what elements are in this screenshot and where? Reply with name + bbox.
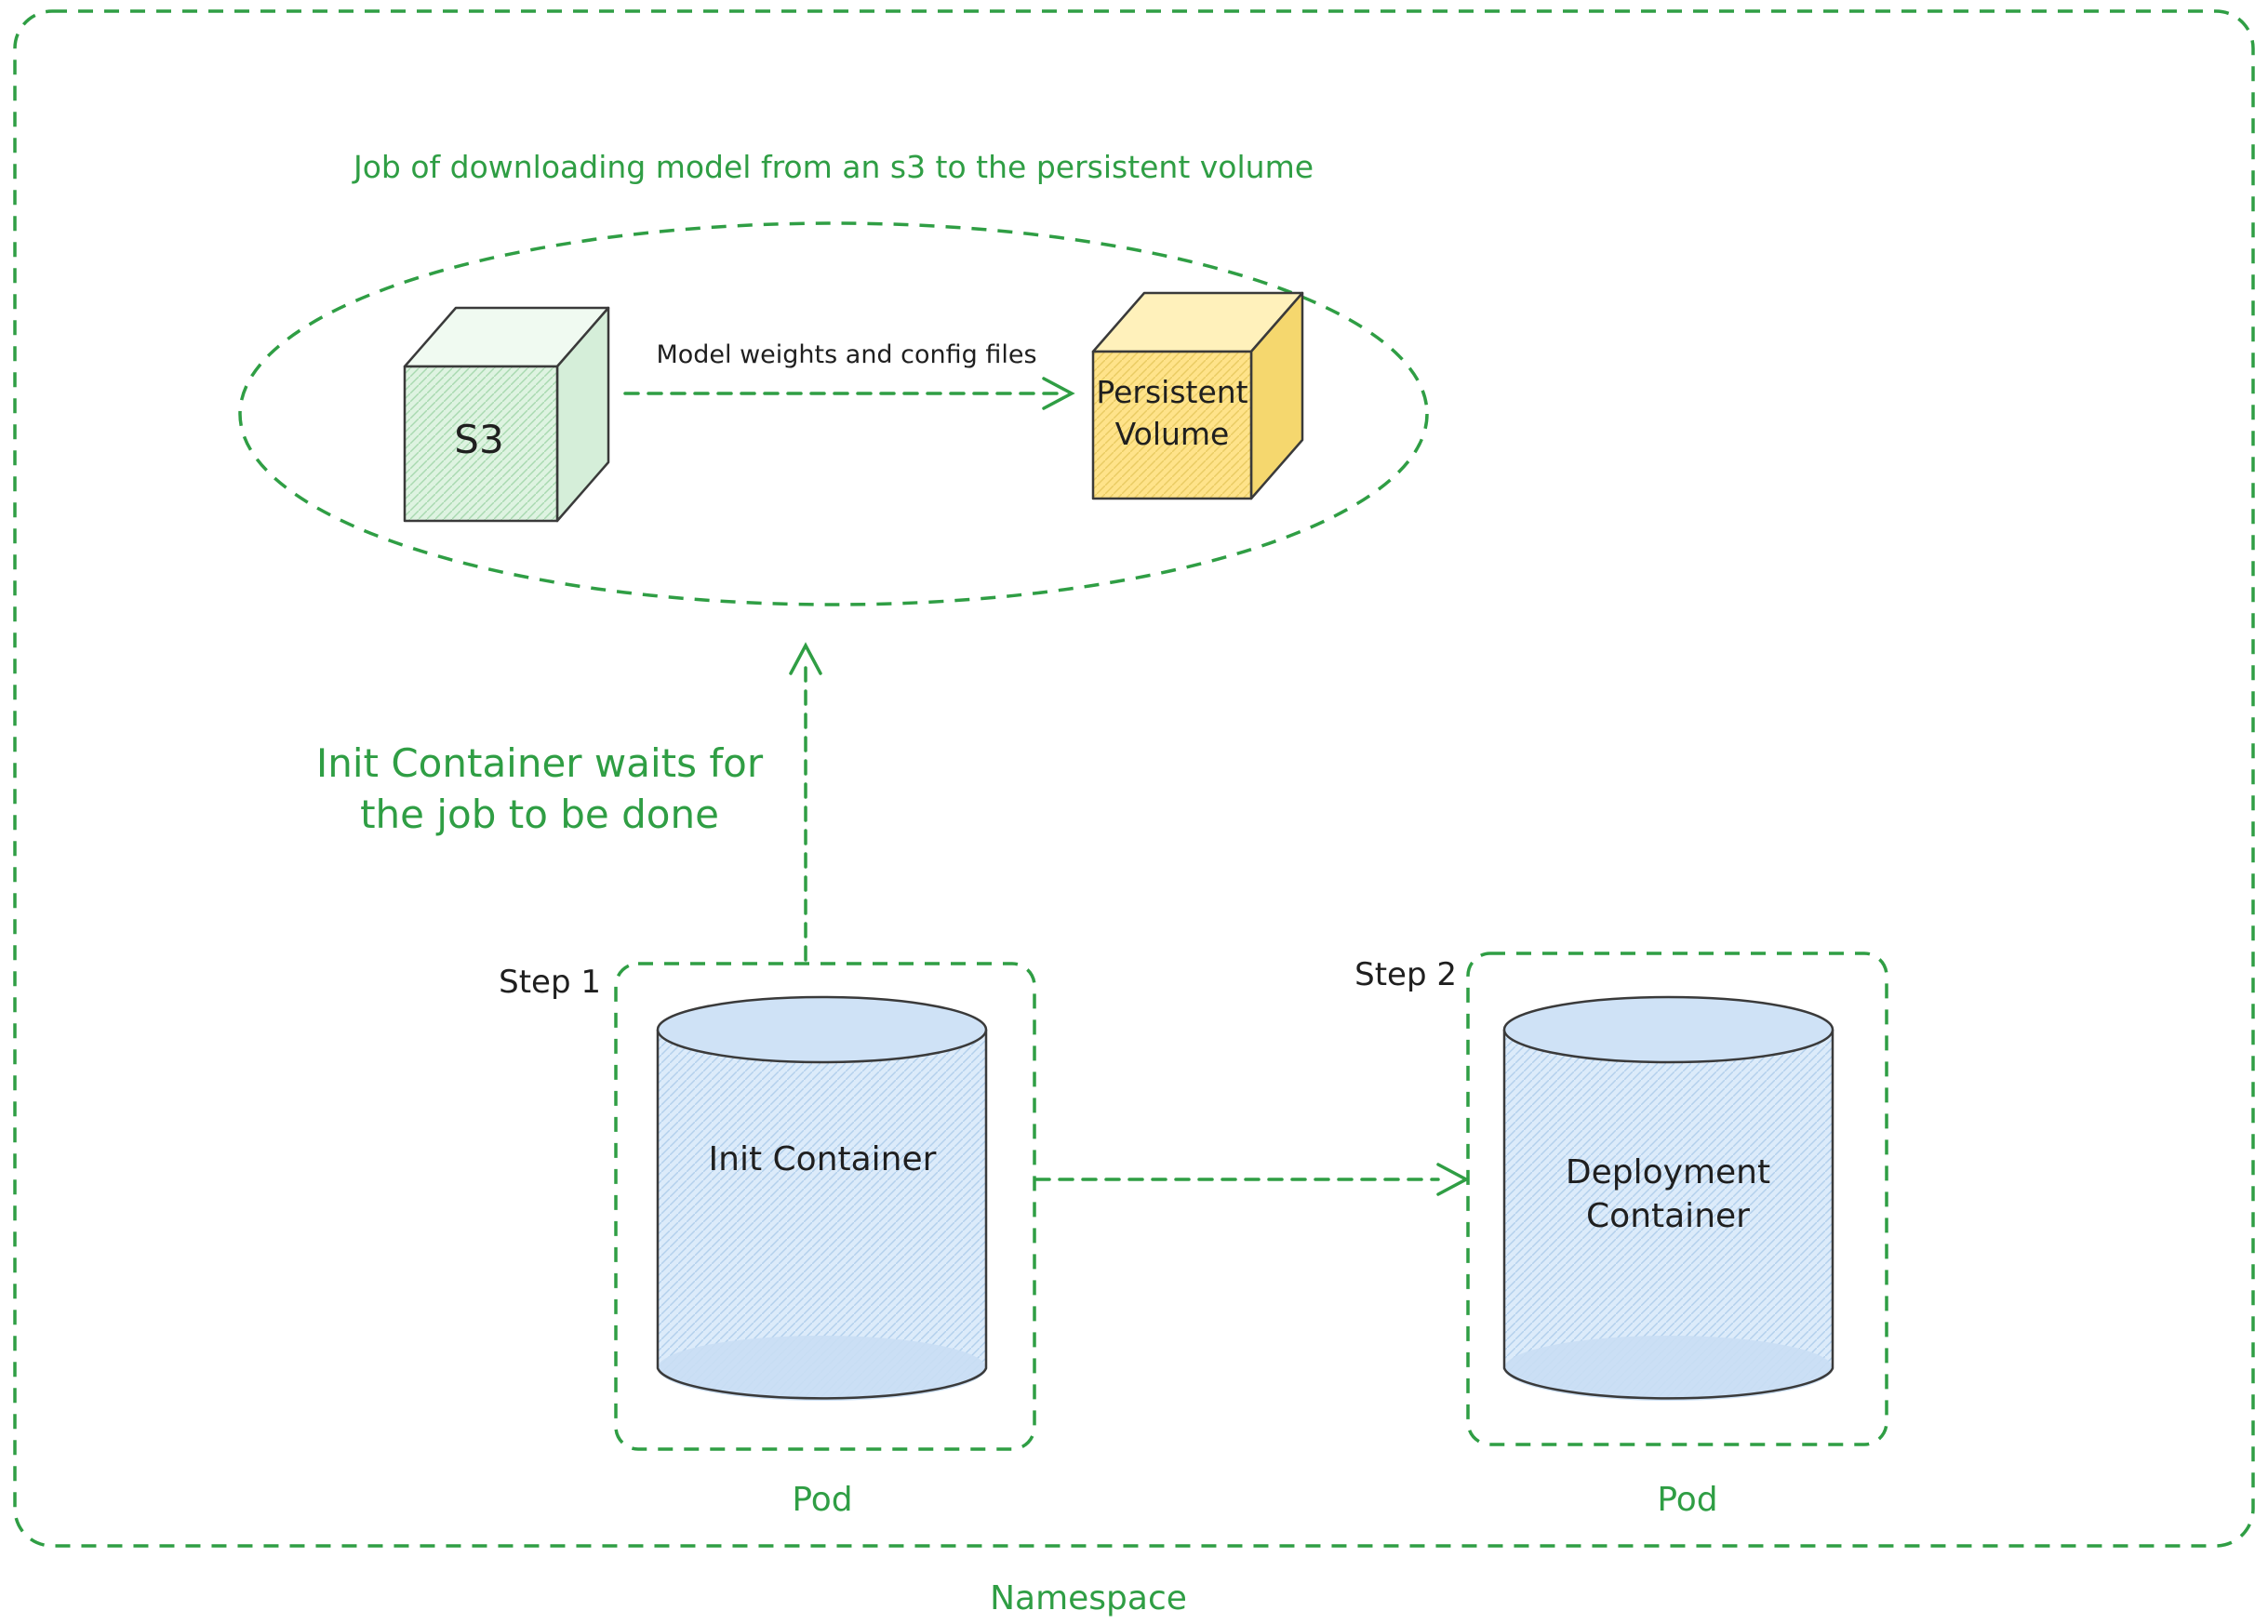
wait-note-line1: Init Container waits for (315, 740, 764, 786)
step2-label: Step 2 (1354, 956, 1457, 993)
namespace-border (13, 9, 2255, 1548)
deployment-container-label-line1: Deployment (1565, 1153, 1771, 1191)
step2-pod-border (1466, 952, 1888, 1446)
pod2-label: Pod (1657, 1481, 1718, 1519)
model-transfer-label: Model weights and config files (656, 340, 1037, 369)
model-transfer-arrow (623, 377, 1075, 410)
s3-label: S3 (454, 417, 504, 462)
step1-pod-border (614, 962, 1036, 1451)
wait-note-line2: the job to be done (360, 791, 719, 837)
init-container-cylinder (656, 995, 988, 1401)
persistent-volume-cube (1091, 291, 1304, 500)
pod1-label: Pod (792, 1481, 853, 1519)
wait-note: Init Container waits for the job to be d… (279, 739, 800, 840)
persistent-volume-label-line1: Persistent (1096, 374, 1248, 410)
job-title: Job of downloading model from an s3 to t… (353, 149, 1314, 185)
persistent-volume-label: Persistent Volume (1090, 372, 1254, 455)
step-arrow (1034, 1163, 1470, 1196)
s3-cube (403, 306, 610, 523)
step1-label: Step 1 (499, 964, 601, 1001)
deployment-container-label-line2: Container (1586, 1196, 1750, 1235)
init-container-label: Init Container (708, 1140, 937, 1178)
wait-arrow (789, 642, 822, 962)
namespace-label: Namespace (990, 1579, 1187, 1617)
persistent-volume-label-line2: Volume (1114, 415, 1230, 452)
deployment-container-label: Deployment Container (1482, 1151, 1854, 1239)
job-ellipse (238, 221, 1429, 606)
deployment-container-cylinder (1502, 995, 1834, 1401)
